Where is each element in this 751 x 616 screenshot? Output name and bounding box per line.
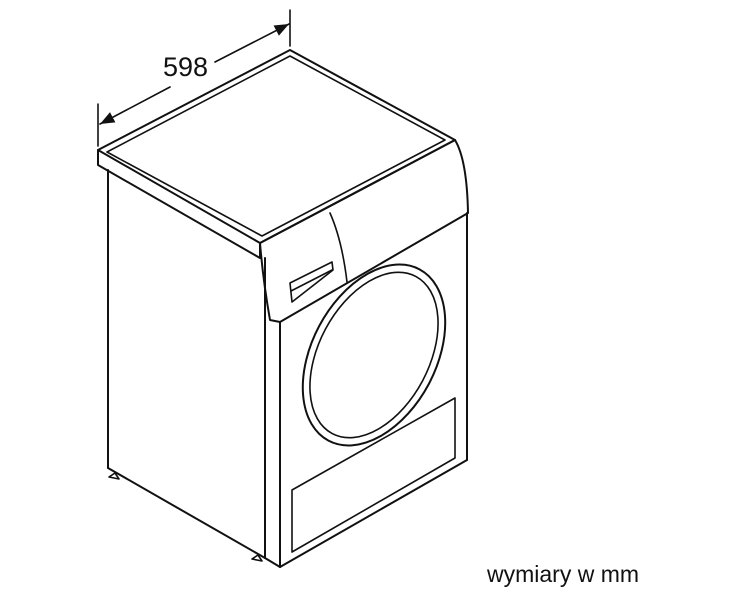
dimension-arrow-right bbox=[214, 23, 290, 63]
width-dimension bbox=[97, 9, 291, 147]
display-window bbox=[289, 261, 334, 303]
bottom-panel bbox=[291, 397, 456, 553]
dryer-body bbox=[107, 169, 468, 568]
foot-left bbox=[108, 472, 120, 480]
foot-front bbox=[251, 554, 263, 562]
units-caption: wymiary w mm bbox=[487, 561, 640, 587]
dimension-arrow-left bbox=[99, 86, 171, 125]
width-dimension-label: 598 bbox=[163, 52, 209, 82]
top-lid bbox=[97, 49, 456, 323]
door bbox=[301, 263, 447, 447]
control-panel bbox=[259, 139, 469, 323]
